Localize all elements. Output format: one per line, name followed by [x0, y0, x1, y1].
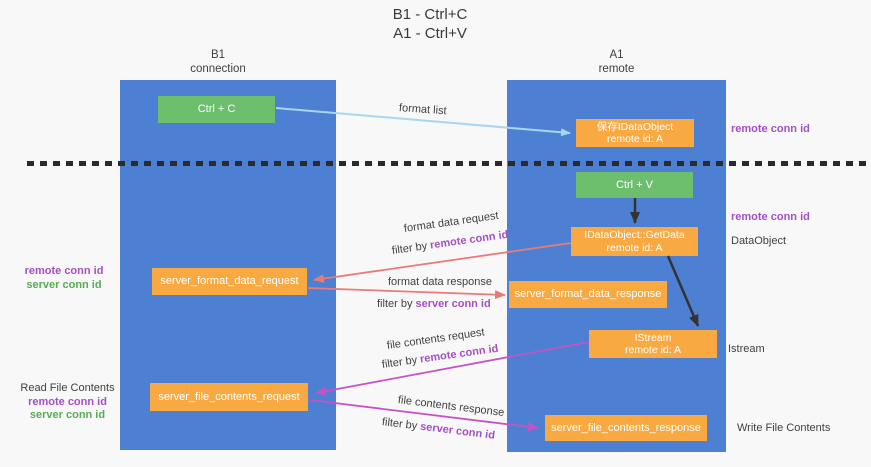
diagram-title: B1 - Ctrl+C A1 - Ctrl+V	[280, 5, 580, 43]
node-ctrl-c: Ctrl + C	[158, 96, 275, 123]
istream-label: Istream	[728, 343, 765, 355]
label-format-data-response: format data response	[388, 276, 492, 288]
node-getdata-line1: IDataObject::GetData	[584, 229, 685, 241]
node-server-format-data-response-label: server_format_data_response	[514, 288, 662, 301]
node-server-file-contents-request: server_file_contents_request	[150, 383, 308, 411]
dashed-separator-line	[27, 161, 871, 166]
label-file-contents-response: file contents response	[397, 394, 505, 419]
node-getdata-line2: remote id: A	[606, 241, 663, 254]
node-server-format-data-response: server_format_data_response	[509, 281, 667, 308]
read-file-contents-label: Read File Contents	[20, 382, 115, 394]
filter-by-text: filter by	[381, 416, 421, 433]
node-save-dataobject-line1: 保存IDataObject	[596, 120, 674, 133]
filter-by-text: filter by	[377, 298, 416, 310]
node-server-file-contents-response: server_file_contents_response	[545, 415, 707, 441]
node-save-dataobject-line2: remote id: A	[606, 133, 664, 145]
label-format-list: format list	[398, 102, 447, 118]
remote-conn-id-key: remote conn id	[419, 342, 500, 366]
right-column-header: A1 remote	[507, 48, 726, 76]
node-getdata: IDataObject::GetData remote id: A	[571, 227, 698, 256]
filter-by-text: filter by	[381, 353, 421, 371]
title-line-2: A1 - Ctrl+V	[393, 25, 467, 42]
write-file-contents-label: Write File Contents	[737, 422, 831, 434]
remote-conn-id-label: remote conn id	[24, 265, 104, 277]
node-save-dataobject: 保存IDataObject remote id: A	[576, 119, 694, 147]
title-line-1: B1 - Ctrl+C	[392, 6, 468, 23]
node-istream: IStream remote id: A	[589, 330, 717, 358]
node-server-file-contents-response-label: server_file_contents_response	[551, 421, 701, 434]
label-file-contents-response-filter: filter by server conn id	[381, 416, 495, 442]
left-column-header: B1 connection	[120, 48, 316, 76]
label-format-data-response-filter: filter by server conn id	[377, 298, 491, 310]
remote-conn-id-label: remote conn id	[28, 395, 107, 408]
node-server-format-data-request: server_format_data_request	[152, 268, 307, 295]
server-conn-id-key: server conn id	[415, 298, 491, 310]
node-ctrl-v: Ctrl + V	[576, 172, 693, 198]
left-mid-annotation: remote conn id server conn id	[18, 265, 110, 292]
node-istream-line1: IStream	[634, 331, 672, 344]
filter-by-text: filter by	[391, 239, 431, 257]
right-column-role: remote	[598, 63, 635, 75]
node-ctrl-c-label: Ctrl + C	[197, 103, 236, 116]
right-column-name: A1	[609, 49, 624, 61]
right-top-remote-conn-id-label: remote conn id	[731, 123, 810, 135]
dataobject-label: DataObject	[731, 235, 787, 247]
server-conn-id-label: server conn id	[29, 409, 106, 421]
server-conn-id-key: server conn id	[419, 420, 496, 442]
left-column-role: connection	[190, 63, 246, 75]
left-bottom-annotation: Read File Contents remote conn id server…	[15, 382, 120, 423]
arrow-format-data-response	[307, 287, 506, 300]
node-server-file-contents-request-label: server_file_contents_request	[158, 390, 300, 403]
right-mid-remote-conn-id-label: remote conn id	[731, 211, 810, 223]
node-server-format-data-request-label: server_format_data_request	[160, 275, 299, 288]
node-ctrl-v-label: Ctrl + V	[616, 178, 653, 191]
node-istream-line2: remote id: A	[624, 344, 682, 356]
remote-conn-id-key: remote conn id	[429, 228, 510, 252]
left-column-name: B1	[210, 49, 226, 61]
server-conn-id-label: server conn id	[26, 278, 102, 291]
